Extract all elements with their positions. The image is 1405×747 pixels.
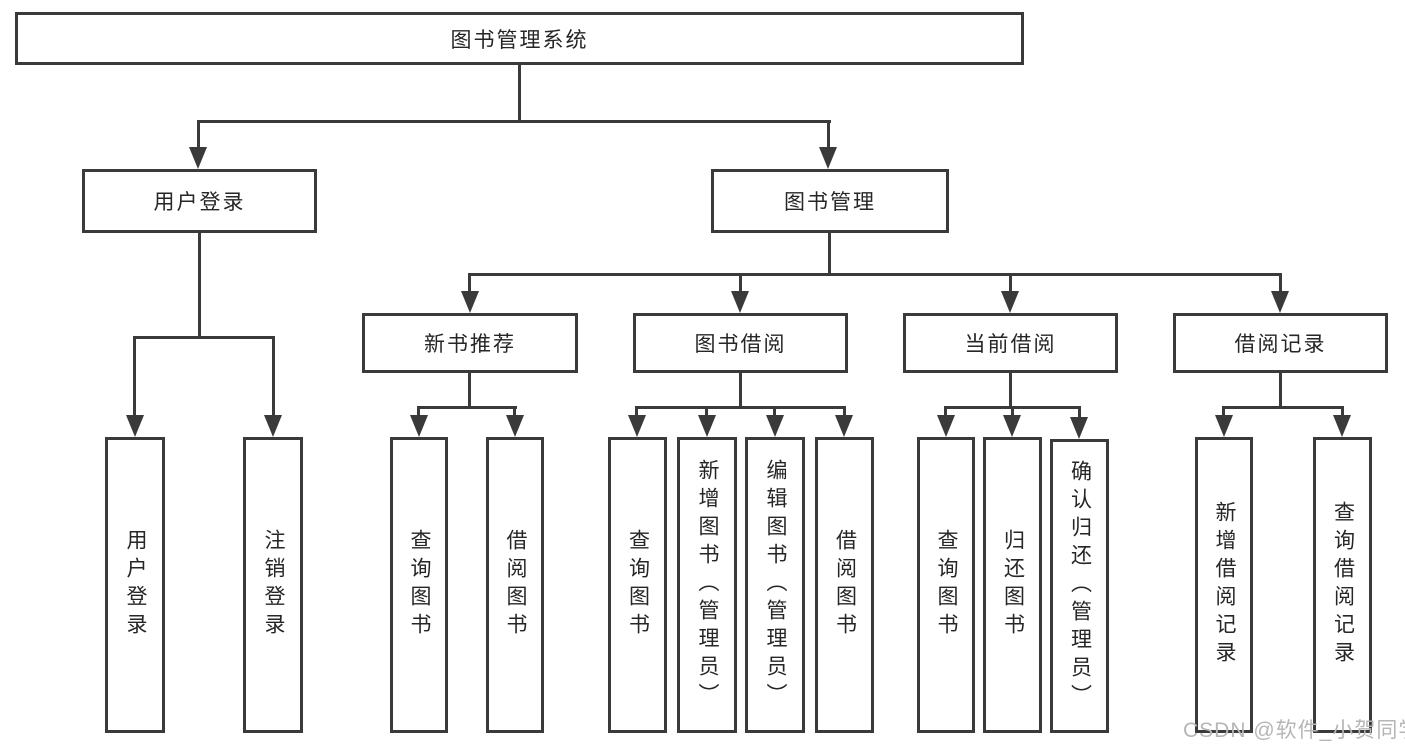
connector-line <box>635 406 638 418</box>
leaf-record-add: 新增借阅记录 <box>1195 437 1253 733</box>
leaf-user-login: 用户登录 <box>105 437 165 733</box>
arrow-down-icon <box>766 415 784 437</box>
connector-line <box>843 406 846 418</box>
node-book-management: 图书管理 <box>711 169 949 233</box>
node-book-borrow-label: 图书借阅 <box>694 333 787 356</box>
connector-line <box>773 406 776 418</box>
node-user-login: 用户登录 <box>82 169 317 233</box>
leaf-borrow-borrow-books-label: 借阅图书 <box>833 529 857 641</box>
node-current-borrow-label: 当前借阅 <box>964 333 1057 356</box>
arrow-down-icon <box>1001 291 1019 313</box>
connector-line <box>1009 373 1012 407</box>
connector-line <box>468 273 471 295</box>
leaf-current-query-books: 查询图书 <box>917 437 975 733</box>
leaf-user-login-label: 用户登录 <box>124 529 147 641</box>
connector-line <box>197 120 200 152</box>
node-root: 图书管理系统 <box>15 12 1024 65</box>
leaf-newbook-query-books-label: 查询图书 <box>408 529 431 641</box>
arrow-down-icon <box>819 147 837 169</box>
arrow-down-icon <box>1070 417 1088 439</box>
connector-line <box>197 120 831 123</box>
arrow-down-icon <box>189 147 207 169</box>
leaf-logout-label: 注销登录 <box>262 529 285 641</box>
node-user-login-label: 用户登录 <box>153 191 246 214</box>
connector-line <box>468 273 1282 276</box>
node-root-label: 图书管理系统 <box>450 28 589 52</box>
leaf-current-confirm-return-admin: 确认归还（管理员） <box>1050 439 1109 733</box>
arrow-down-icon <box>410 415 428 437</box>
connector-line <box>1222 406 1344 409</box>
node-new-book-recommend: 新书推荐 <box>362 313 578 373</box>
connector-line <box>1011 406 1014 418</box>
connector-line <box>198 233 201 336</box>
connector-line <box>1009 273 1012 295</box>
connector-line <box>739 373 742 407</box>
connector-line <box>1222 406 1225 418</box>
arrow-down-icon <box>1215 415 1233 437</box>
arrow-down-icon <box>1333 415 1351 437</box>
arrow-down-icon <box>264 415 282 437</box>
leaf-logout: 注销登录 <box>243 437 303 733</box>
connector-line <box>1341 406 1344 418</box>
arrow-down-icon <box>1003 415 1021 437</box>
connector-line <box>827 120 830 152</box>
arrow-down-icon <box>698 415 716 437</box>
arrow-down-icon <box>461 291 479 313</box>
node-current-borrow: 当前借阅 <box>903 313 1118 373</box>
leaf-newbook-query-books: 查询图书 <box>390 437 448 733</box>
connector-line <box>417 406 517 409</box>
connector-line <box>133 336 136 418</box>
arrow-down-icon <box>1271 291 1289 313</box>
connector-line <box>705 406 708 418</box>
leaf-borrow-add-books-admin: 新增图书（管理员） <box>677 437 737 733</box>
node-new-book-recommend-label: 新书推荐 <box>424 333 516 356</box>
leaf-current-return-books-label: 归还图书 <box>1001 529 1025 641</box>
leaf-record-query-label: 查询借阅记录 <box>1331 501 1355 669</box>
leaf-borrow-edit-books-admin-label: 编辑图书（管理员） <box>764 459 787 711</box>
leaf-current-query-books-label: 查询图书 <box>935 529 958 641</box>
leaf-borrow-query-books-label: 查询图书 <box>626 529 650 641</box>
connector-line <box>272 336 275 418</box>
arrow-down-icon <box>731 291 749 313</box>
leaf-current-return-books: 归还图书 <box>983 437 1042 733</box>
connector-line <box>518 65 521 120</box>
connector-line <box>133 336 275 339</box>
connector-line <box>635 406 846 409</box>
connector-line <box>1279 373 1282 407</box>
arrow-down-icon <box>126 415 144 437</box>
connector-line <box>739 273 742 295</box>
csdn-watermark: CSDN @软件_小贺同学 <box>1183 719 1405 742</box>
leaf-newbook-borrow-books-label: 借阅图书 <box>504 529 527 641</box>
arrow-down-icon <box>628 415 646 437</box>
node-book-borrow: 图书借阅 <box>633 313 848 373</box>
node-borrow-records: 借阅记录 <box>1173 313 1388 373</box>
leaf-record-add-label: 新增借阅记录 <box>1213 501 1236 669</box>
arrow-down-icon <box>835 415 853 437</box>
leaf-borrow-borrow-books: 借阅图书 <box>815 437 874 733</box>
leaf-current-confirm-return-admin-label: 确认归还（管理员） <box>1068 460 1092 712</box>
connector-line <box>828 233 831 273</box>
arrow-down-icon <box>937 415 955 437</box>
leaf-record-query: 查询借阅记录 <box>1313 437 1372 733</box>
node-borrow-records-label: 借阅记录 <box>1234 333 1327 356</box>
connector-line <box>468 373 471 407</box>
connector-line <box>417 406 420 418</box>
leaf-borrow-add-books-admin-label: 新增图书（管理员） <box>696 459 719 711</box>
connector-line <box>944 406 947 418</box>
leaf-borrow-edit-books-admin: 编辑图书（管理员） <box>745 437 805 733</box>
connector-line <box>1279 273 1282 295</box>
connector-line <box>513 406 516 418</box>
arrow-down-icon <box>506 415 524 437</box>
leaf-newbook-borrow-books: 借阅图书 <box>486 437 544 733</box>
node-book-management-label: 图书管理 <box>784 191 876 214</box>
leaf-borrow-query-books: 查询图书 <box>608 437 667 733</box>
connector-line <box>1078 406 1081 418</box>
